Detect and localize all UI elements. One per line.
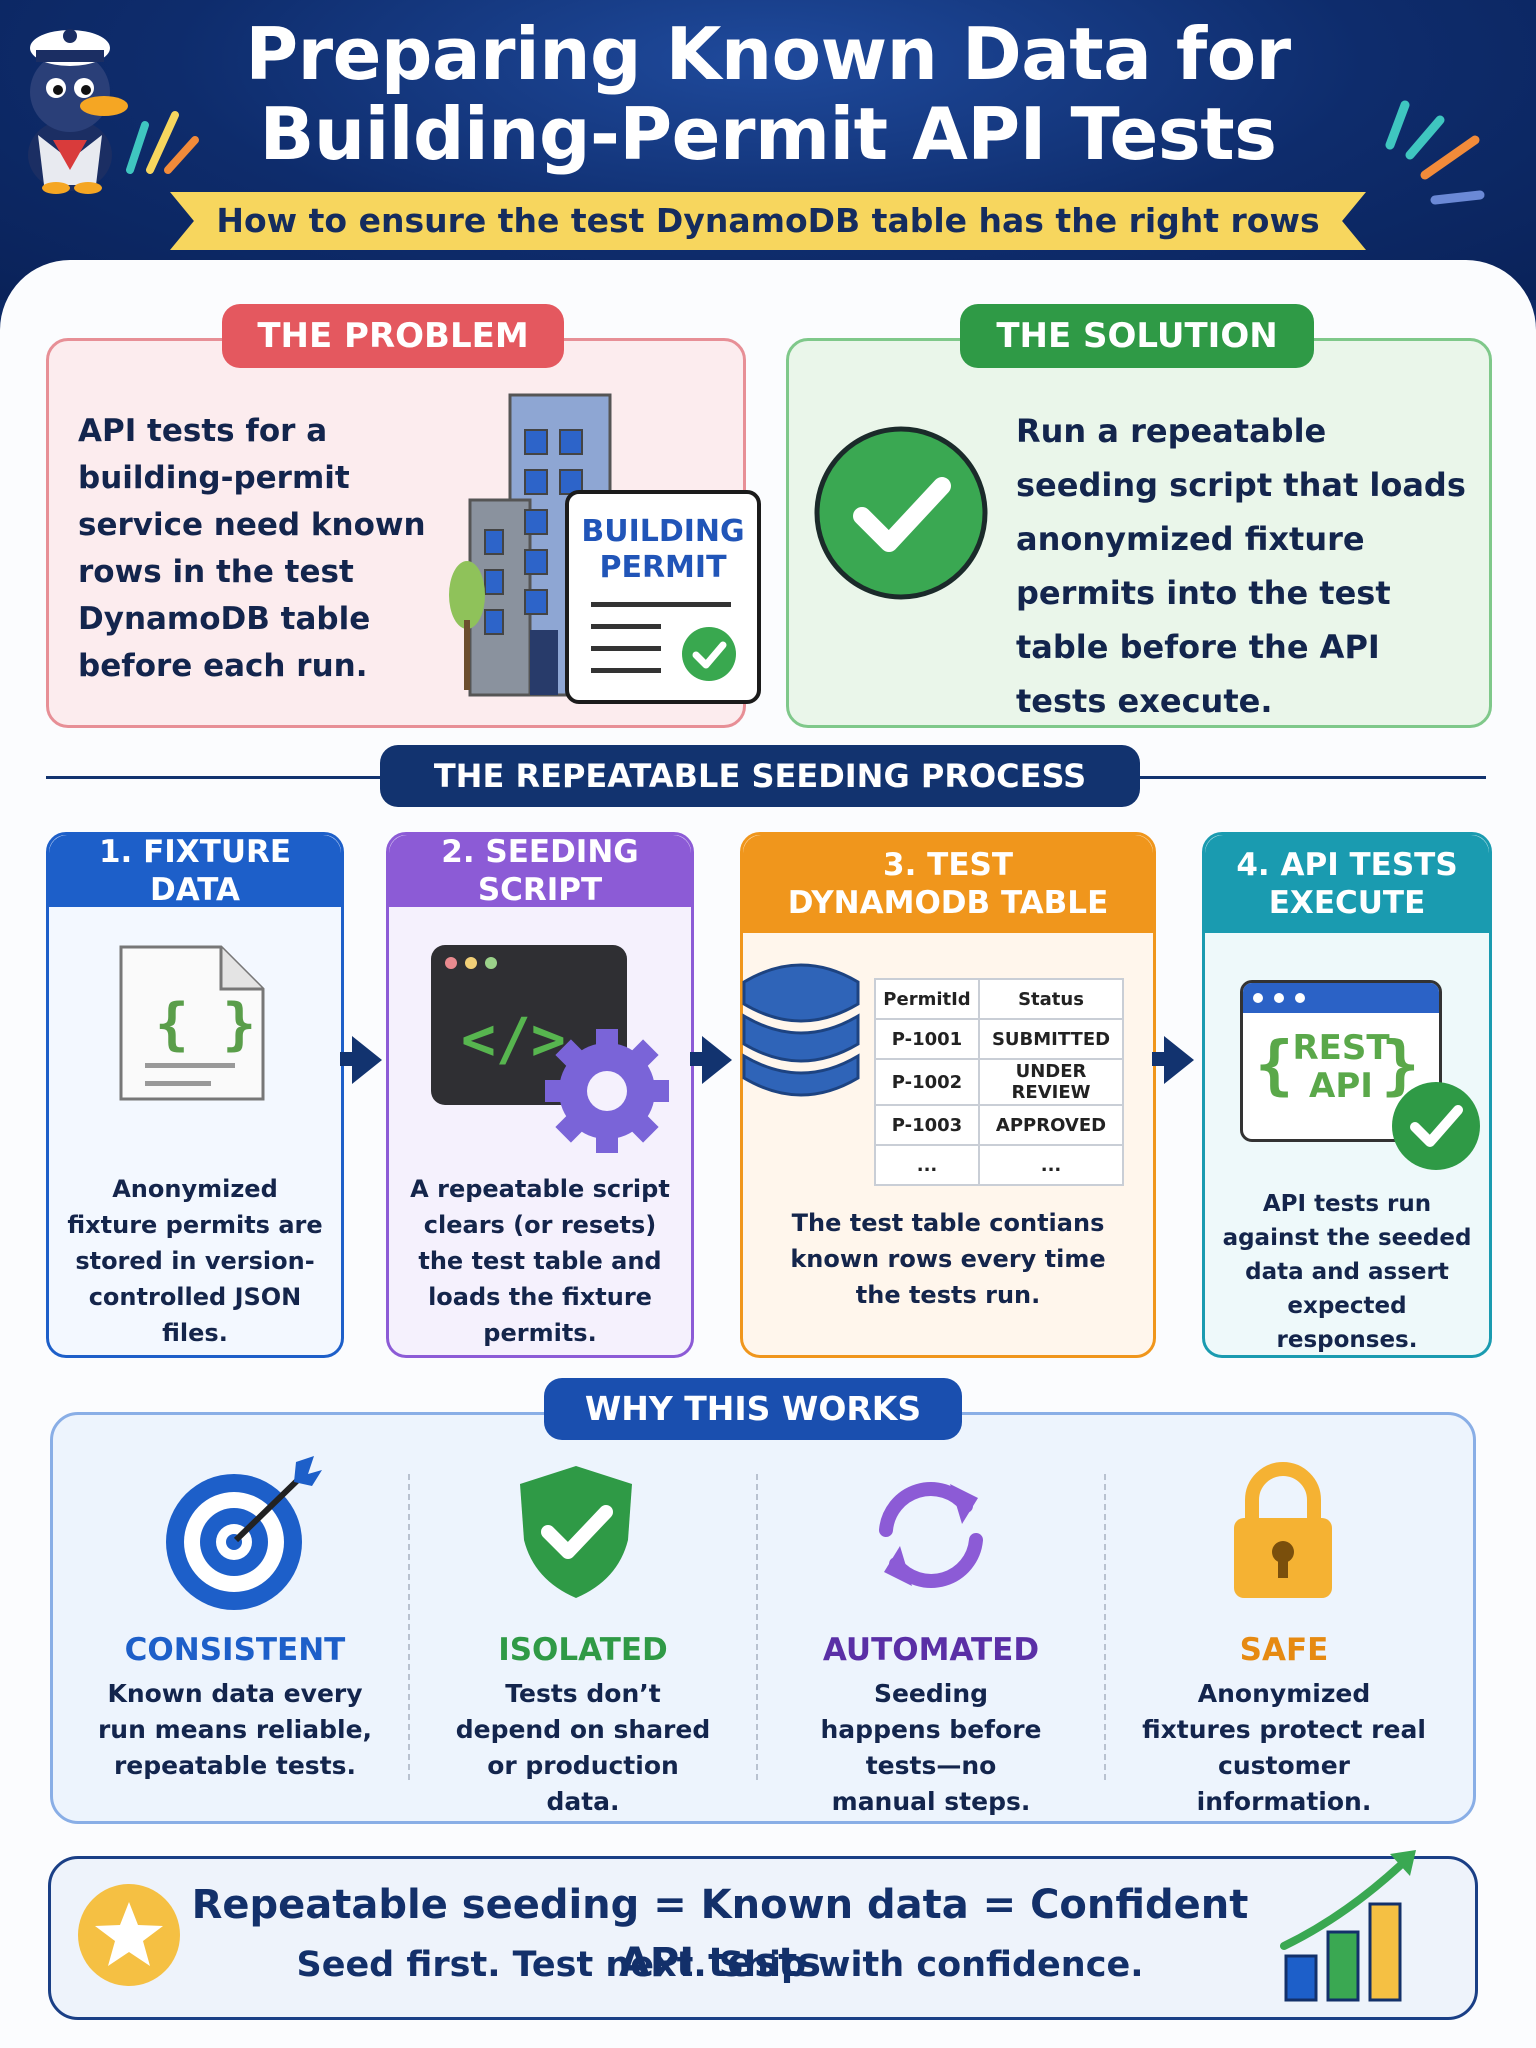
code-terminal-icon: </> [431,945,669,1153]
why-desc: Seeding happens before tests—no manual s… [820,1679,1042,1816]
why-title: ISOLATED [498,1632,668,1668]
rest-api-label: REST [1292,1028,1390,1068]
table-cell: ... [874,1144,980,1186]
why-label: WHY THIS WORKS [544,1378,962,1440]
svg-text:</>: </> [461,1005,566,1073]
table-cell: P-1002 [874,1058,980,1106]
table-cell: APPROVED [978,1104,1124,1146]
step-card-fixture-data: 1. FIXTURE DATA { } Anonymized fixture p… [46,832,344,1358]
page-subtitle: How to ensure the test DynamoDB table ha… [216,201,1320,298]
sailor-duck-mascot-icon [28,29,128,194]
table-row: ...... [874,1144,1124,1186]
solution-label: THE SOLUTION [960,304,1314,368]
step-desc: Anonymized fixture permits are stored in… [67,1175,323,1347]
step-title: 3. TEST DYNAMODB TABLE [743,835,1153,933]
process-label: THE REPEATABLE SEEDING PROCESS [380,745,1140,807]
step-title: 4. API TESTS EXECUTE [1205,835,1489,933]
subtitle-ribbon [170,192,1366,250]
why-desc: Anonymized fixtures protect real custome… [1142,1679,1426,1816]
step-title: 2. SEEDING SCRIPT [389,834,691,908]
table-cell: UNDER REVIEW [978,1058,1124,1106]
why-desc: Tests don’t depend on shared or producti… [455,1679,711,1816]
table-cell: ... [978,1144,1124,1186]
shield-check-icon [520,1466,632,1598]
window-titlebar [1243,983,1439,1013]
sparkle-decoration-icon [126,111,199,174]
step-desc: API tests run against the seeded data an… [1222,1191,1472,1353]
table-header: Status [978,978,1124,1020]
star-icon [78,1884,180,1986]
building-permit-document: BUILDING PERMIT [565,490,761,704]
footer-headline: Repeatable seeding = Known data = Confid… [191,1882,1249,1986]
why-panel [50,1412,1476,1824]
problem-label: THE PROBLEM [222,304,564,368]
step-desc: A repeatable script clears (or resets) t… [410,1175,670,1347]
refresh-icon [879,1482,983,1588]
dynamodb-database-icon [742,963,860,1097]
permit-doc-title: PERMIT [599,550,727,585]
sparkle-decoration-icon [1385,100,1485,205]
check-circle-icon [682,627,736,681]
flow-arrow-icon [702,1036,732,1084]
footer-banner [48,1856,1478,2020]
why-desc: Known data every run means reliable, rep… [97,1679,373,1780]
growth-chart-icon [1280,1850,1416,2002]
why-title: SAFE [1239,1632,1329,1668]
column-divider [756,1474,758,1780]
column-divider [408,1474,410,1780]
padlock-icon [1234,1462,1332,1598]
permit-doc-title: BUILDING [581,514,745,549]
solution-text: Run a repeatable seeding script that loa… [1016,412,1466,720]
flow-arrow-icon [352,1036,382,1084]
why-title: CONSISTENT [124,1632,346,1668]
check-circle-icon [814,426,988,600]
check-circle-icon [1392,1082,1480,1170]
header-banner [0,0,1536,300]
page-title: Preparing Known Data for Building-Permit… [0,14,1536,174]
json-file-icon: { } [119,945,265,1101]
footer-tagline: Seed first. Test next. Ship with confide… [296,1945,1144,1985]
svg-text:{ }: { } [155,992,256,1057]
table-cell: P-1001 [874,1018,980,1060]
flow-arrow-icon [1164,1036,1194,1084]
target-icon [166,1456,322,1610]
table-cell: SUBMITTED [978,1018,1124,1060]
column-divider [1104,1474,1106,1780]
why-title: AUTOMATED [822,1632,1040,1668]
title-line: Building-Permit API Tests [259,92,1277,176]
title-line: Preparing Known Data for [245,12,1291,96]
table-cell: P-1003 [874,1104,980,1146]
step-title: 1. FIXTURE DATA [49,834,341,908]
step-card-seeding-script: 2. SEEDING SCRIPT </> A repeatable scrip… [386,832,694,1358]
table-header: PermitId [874,978,980,1020]
brace-icon: { [1255,1029,1294,1103]
rest-api-label: API [1309,1066,1373,1106]
step-desc: The test table contians known rows every… [790,1209,1106,1309]
problem-text: API tests for a building-permit service … [78,413,426,684]
